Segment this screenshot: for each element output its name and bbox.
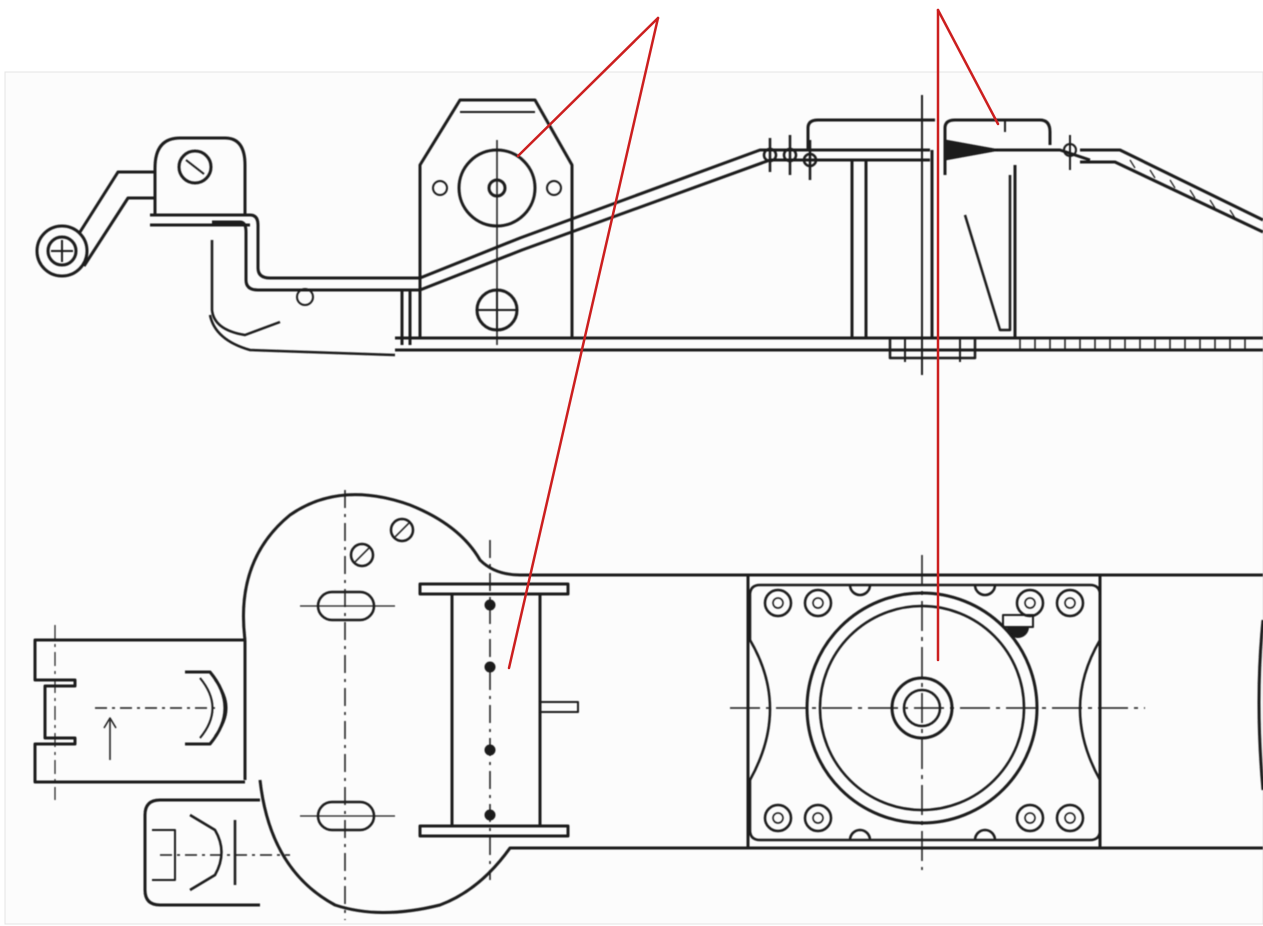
plan-view-crossmember bbox=[418, 582, 579, 838]
frame-top-member-inner bbox=[212, 158, 930, 292]
drop-link bbox=[210, 240, 281, 337]
leader-group-right bbox=[936, 8, 1000, 662]
tow-eye bbox=[35, 224, 89, 278]
plan-outline-bottom bbox=[258, 779, 1263, 914]
side-view-hub bbox=[418, 98, 574, 345]
ball-coupling bbox=[143, 798, 290, 907]
frame-top-member bbox=[230, 148, 930, 280]
side-view-bracket bbox=[943, 118, 1091, 338]
bottom-bolt-plate bbox=[888, 338, 977, 360]
side-elevation-view bbox=[35, 95, 1263, 375]
top-box bbox=[806, 118, 935, 150]
drop-bolt bbox=[296, 288, 314, 306]
slope-bolts bbox=[762, 135, 818, 180]
leader-left-to-crossmember bbox=[507, 16, 660, 670]
leader-group-left bbox=[507, 16, 660, 670]
leader-lines bbox=[507, 8, 1000, 670]
skid-plate bbox=[208, 314, 396, 357]
tow-arm-lower bbox=[82, 196, 155, 267]
frame-right-slope-inner bbox=[1080, 160, 1263, 234]
leader-left-to-hub bbox=[516, 16, 660, 158]
leader-right-to-bracket bbox=[936, 8, 1000, 126]
plan-slots bbox=[300, 517, 415, 832]
bottom-chord-hatch bbox=[1019, 338, 1246, 350]
plan-view bbox=[33, 490, 1263, 920]
clevis-fork bbox=[33, 625, 245, 800]
scan-sheet bbox=[4, 71, 1263, 925]
frame-right-slope bbox=[1080, 148, 1263, 222]
plan-view-turntable bbox=[746, 575, 1102, 848]
plan-right-edge bbox=[1257, 619, 1263, 791]
plan-outline-top bbox=[241, 493, 1263, 641]
right-slope-hatch bbox=[1129, 159, 1236, 219]
